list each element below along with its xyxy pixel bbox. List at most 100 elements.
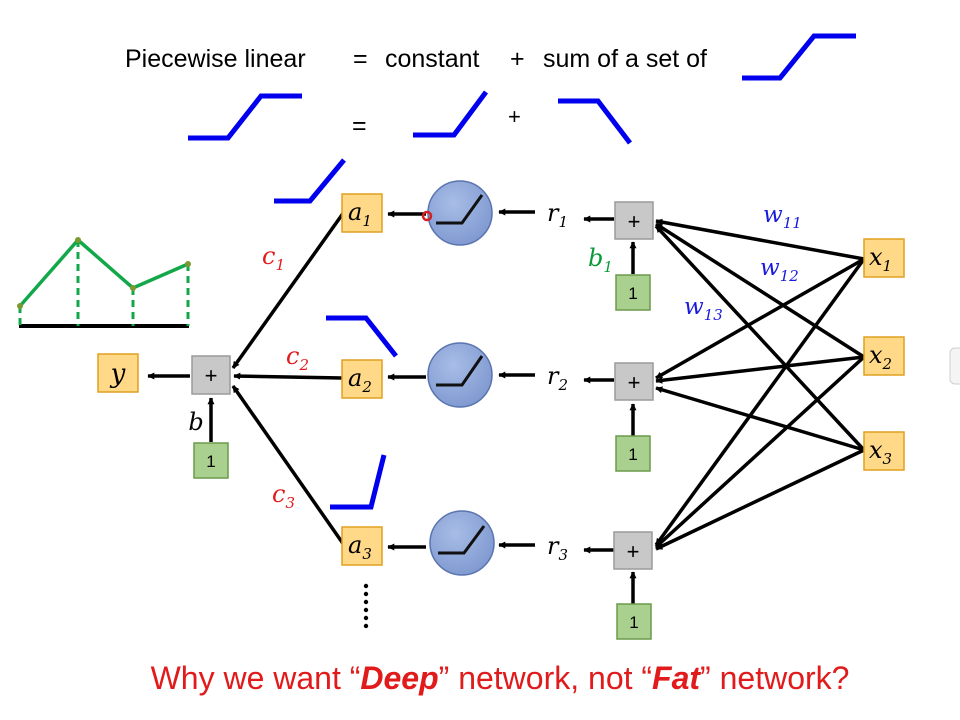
plot-point [17,303,23,309]
edge-x2-r1 [655,222,865,359]
decomposition-plus: + [508,104,521,129]
side-scroll-handle[interactable] [949,347,960,385]
a3-box [341,526,383,566]
sum2-box [614,362,654,401]
relu-curve-icon [413,90,489,138]
piecewise-linear-label: Piecewise linear [125,45,306,73]
a2-label: a2 [348,364,372,396]
ellipsis-dot [363,591,369,597]
edge-x3-r2 [655,386,865,452]
r2-label: r2 [547,362,568,394]
relu-neuron-2 [427,342,493,408]
edge-x3-r3 [655,448,865,551]
x3-box [863,431,905,471]
ellipsis-dot [363,623,369,629]
x2-label: x2 [869,341,892,373]
edge-a2-sum [233,372,343,380]
ellipsis-dot [363,583,369,589]
output-sum-symbol: + [205,363,218,388]
a2-box [341,359,383,399]
title-row: Piecewise linear = constant + sum of a s… [125,33,856,81]
relu-neuron-1 [427,180,493,246]
relu-shape-a1-icon [274,158,346,204]
title-plus: + [510,45,525,73]
r1-label: r1 [547,199,568,231]
weight-c1: c1 [262,242,285,274]
pointer-cursor-icon [421,210,433,222]
edge-a1-sum [231,210,346,370]
plot-point [75,237,81,243]
edge-x1-r3 [654,257,866,547]
bias2-input-box [615,435,651,472]
a3-label: a3 [348,531,372,563]
neuron-circle [429,510,495,576]
output-bias-input-box [193,442,229,479]
plot-point [130,285,136,291]
input-connections [654,218,866,551]
output-connections [147,210,346,547]
decomposition-row: = + [188,90,632,145]
plot-point [185,261,191,267]
steep-relu-shape-a3-icon [330,454,387,510]
piecewise-curve [18,237,189,308]
hard-sigmoid-icon [742,33,856,81]
bias1-input-value: 1 [628,284,637,303]
sum2-symbol: + [628,370,641,395]
x1-box [863,238,905,278]
piecewise-linear-plot [17,237,191,328]
a1-box [341,193,383,233]
hard-sigmoid-curve-icon [188,93,302,141]
edge-x1-r2 [655,257,865,380]
deep-vs-fat-question: Why we want “Deep” network, not “Fat” ne… [151,660,850,696]
ellipsis-dot [363,599,369,605]
output-y-label: y [110,359,126,389]
relu-icon [436,194,484,225]
pre-activation-labels: r1 r2 r3 [547,199,568,564]
constant-label: constant [385,45,480,73]
relu-neurons [421,180,495,576]
sum3-box [613,531,653,570]
output-sum-box [191,355,231,395]
neuron-circle [427,180,493,246]
relu-neuron-3 [429,510,495,576]
ellipsis-dot [363,607,369,613]
output-bias-label: b [188,408,203,436]
sum1-symbol: + [628,209,641,234]
bias-b1-label: b1 [588,244,613,276]
ellipsis-dot [363,615,369,621]
r3-label: r3 [547,532,568,564]
relu-icon [438,525,486,555]
weight-w11: w11 [763,202,802,232]
a1-label: a1 [348,198,372,230]
negative-relu-shape-a2-icon [326,315,398,358]
w-weights: w11 w12 w13 [684,202,802,324]
weight-c3: c3 [272,480,295,512]
x3-label: x3 [869,436,892,468]
bias2-input-value: 1 [628,445,637,464]
x1-label: x1 [869,243,892,275]
edge-x2-r3 [654,355,866,549]
sum1-box [614,201,654,240]
weight-w12: w12 [760,255,799,285]
weight-w13: w13 [684,294,723,324]
sum3-symbol: + [627,539,640,564]
input-nodes: x1 x2 x3 [863,238,905,471]
c-weights: c1 c2 c3 [262,242,309,512]
negative-relu-curve-icon [558,98,632,145]
edge-x1-r1 [655,218,865,261]
edge-x2-r2 [655,355,865,384]
output-y-box [97,353,139,393]
hidden-sum-nodes: + + + 1 1 1 b1 [588,201,654,640]
decomposition-equals: = [352,112,367,140]
weight-c2: c2 [286,342,309,374]
sum-of-set-label: sum of a set of [543,45,707,73]
edge-a3-sum [231,384,346,547]
bias3-input-box [616,603,652,640]
activation-boxes: a1 a2 a3 [341,193,383,566]
relu-icon [436,355,484,387]
output-node: y + b 1 [97,353,231,479]
bias1-input-box [615,274,651,311]
neuron-circle [427,342,493,408]
title-equals: = [353,45,368,73]
